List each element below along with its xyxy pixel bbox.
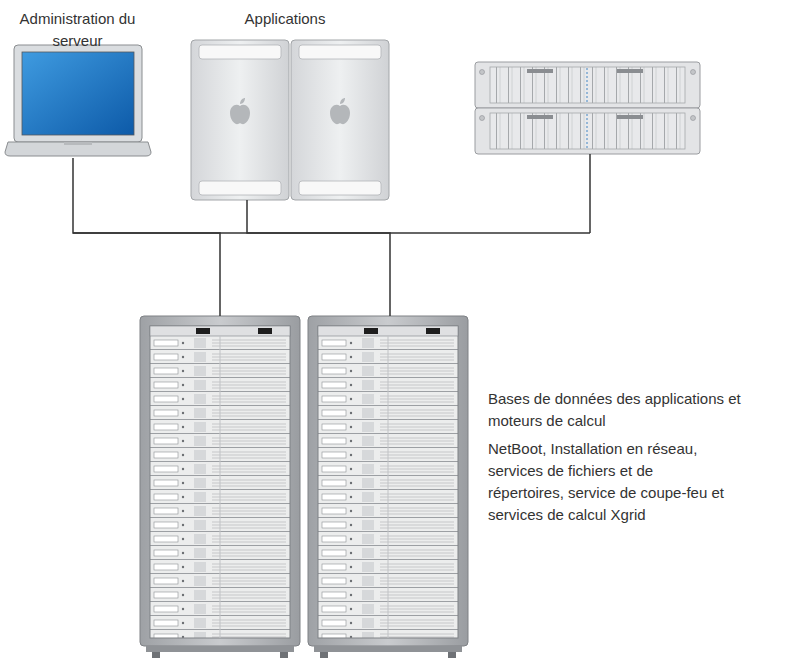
tower-illustration: [291, 40, 389, 200]
storage-wire: [589, 154, 591, 233]
laptop-screen: [22, 52, 134, 135]
storage-unit: [475, 108, 700, 154]
server-racks-node: Bases de données des applications et mot…: [140, 316, 785, 660]
application-servers-node: Applications: [190, 8, 390, 200]
device-heading: Administration du serveur: [5, 8, 150, 52]
laptop-node: Administration du serveur: [5, 8, 150, 158]
laptop-lid: [14, 45, 142, 142]
network-bus: [73, 232, 590, 234]
device-heading: Applications: [190, 8, 380, 30]
storage-unit: [475, 62, 700, 108]
network-connector: [73, 158, 220, 316]
tower-illustration: [191, 40, 289, 200]
laptop-notch: [64, 142, 92, 145]
laptop-base: [5, 142, 151, 156]
laptop-illustration: [5, 45, 151, 156]
network-connector: [247, 200, 390, 316]
description-text: NetBoot, Installation en réseau, service…: [488, 438, 728, 526]
description-text: Bases de données des applications et mot…: [488, 388, 785, 432]
rack-cabinet: [140, 316, 300, 658]
rack-cabinet: [308, 316, 468, 658]
